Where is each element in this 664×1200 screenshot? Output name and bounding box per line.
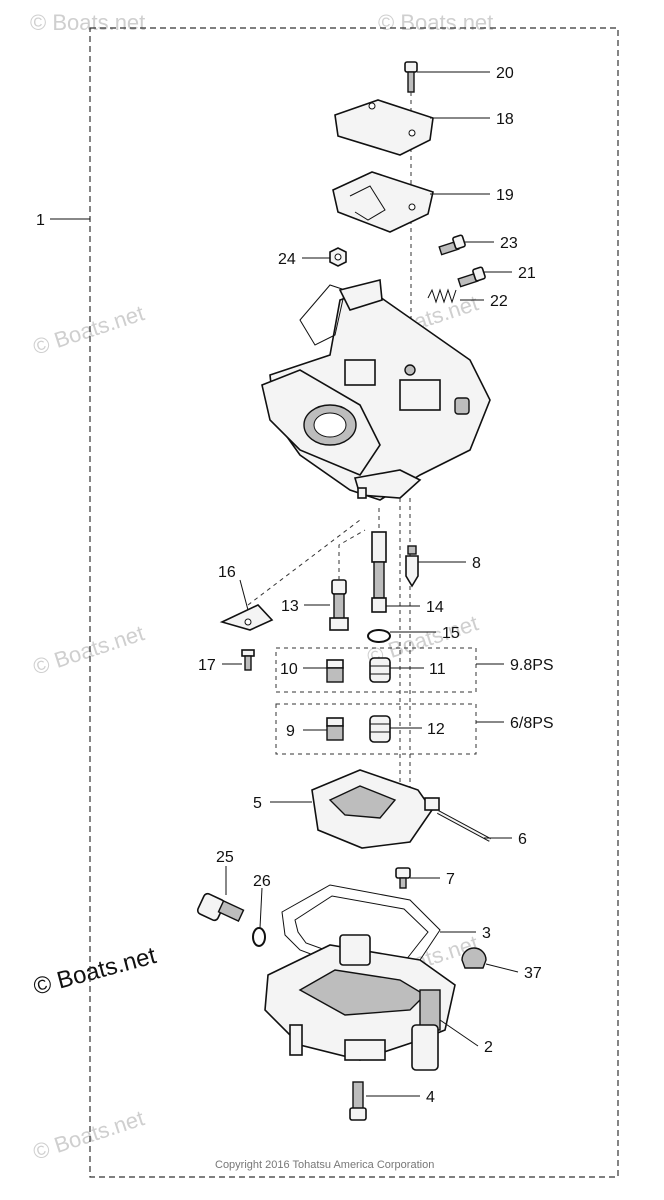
callout-label: 1 <box>36 212 45 229</box>
callout-10: 10 <box>280 661 298 678</box>
float-chamber-2 <box>264 934 456 1071</box>
callout-21: 21 <box>518 265 536 282</box>
drain-screw-25 <box>196 892 245 923</box>
callout-8: 8 <box>472 555 481 572</box>
screw-7 <box>395 867 411 889</box>
callout-18: 18 <box>496 111 514 128</box>
washer-26 <box>252 927 266 947</box>
main-jet-10 <box>326 659 344 683</box>
callout-25: 25 <box>216 849 234 866</box>
group-9-8ps-box <box>275 647 477 693</box>
callout-17: 17 <box>198 657 216 674</box>
callout-16: 16 <box>218 564 236 581</box>
gasket-18 <box>334 99 434 156</box>
callout-24: 24 <box>278 251 296 268</box>
needle-valve-8 <box>405 545 419 588</box>
callout-20: 20 <box>496 65 514 82</box>
screw-21 <box>457 266 486 288</box>
callout-19: 19 <box>496 187 514 204</box>
callout-4: 4 <box>426 1089 435 1106</box>
callout-14: 14 <box>426 599 444 616</box>
pilot-jet-13 <box>329 529 366 631</box>
jet-11 <box>369 657 391 683</box>
brand-watermark: © Boats.net <box>31 942 160 1001</box>
callout-37: 37 <box>524 965 542 982</box>
callout-12: 12 <box>427 721 445 738</box>
screw-23 <box>438 234 466 256</box>
group-6-8ps-box <box>275 703 477 755</box>
callout-3: 3 <box>482 925 491 942</box>
group-label-6-8ps: 6/8PS <box>510 715 554 732</box>
callout-1: 1 <box>36 212 90 229</box>
callout-22: 22 <box>490 293 508 310</box>
screw-17 <box>241 649 255 671</box>
watermark: © Boats.net <box>378 10 493 35</box>
jet-12 <box>369 715 391 743</box>
callout-9: 9 <box>286 723 295 740</box>
bracket-16 <box>219 519 361 631</box>
screw-20 <box>404 61 418 93</box>
cap-37 <box>461 947 487 969</box>
callout-2: 2 <box>484 1039 493 1056</box>
float-5 <box>311 769 440 849</box>
nozzle-14 <box>371 508 387 613</box>
callout-6: 6 <box>518 831 527 848</box>
watermark: © Boats.net <box>30 620 147 679</box>
callout-13: 13 <box>281 598 299 615</box>
callout-15: 15 <box>442 625 460 642</box>
spring-22 <box>427 288 457 304</box>
o-ring-15 <box>367 629 391 643</box>
callout-11: 11 <box>429 661 446 678</box>
nut-24 <box>329 247 347 267</box>
group-label-9-8ps: 9.8PS <box>510 657 554 674</box>
screw-4 <box>349 1081 367 1121</box>
main-jet-9 <box>326 717 344 741</box>
callout-26: 26 <box>253 873 271 890</box>
plate-19 <box>332 171 434 233</box>
watermark: © Boats.net <box>30 1105 147 1164</box>
callout-7: 7 <box>446 871 455 888</box>
float-pin-6 <box>437 810 491 842</box>
watermark: © Boats.net <box>30 10 145 35</box>
assembly-frame <box>89 27 619 1178</box>
carburetor-body <box>261 278 491 800</box>
callouts: 20 18 19 23 21 22 24 8 16 13 14 15 17 10… <box>198 65 554 1106</box>
callout-23: 23 <box>500 235 518 252</box>
callout-5: 5 <box>253 795 262 812</box>
watermark: © Boats.net <box>30 300 147 359</box>
copyright-text: Copyright 2016 Tohatsu America Corporati… <box>215 1159 434 1171</box>
